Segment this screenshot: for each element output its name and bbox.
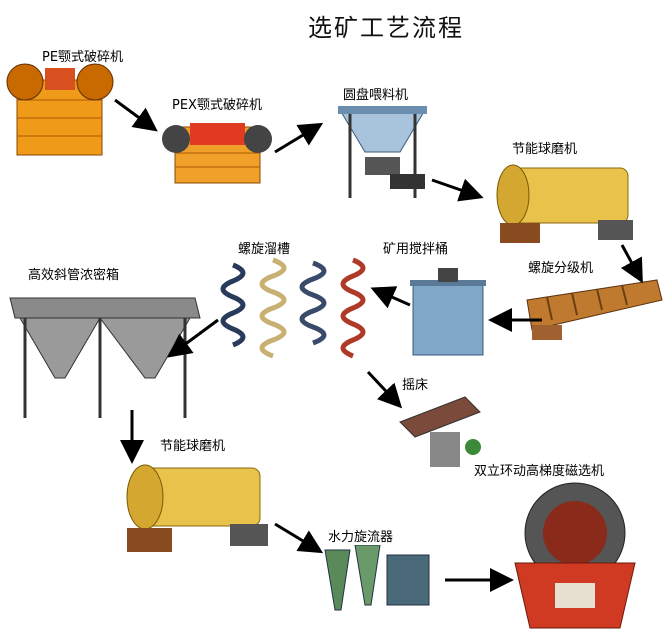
label-ball-mill-1: 节能球磨机 bbox=[512, 142, 578, 157]
arrow-pe-to-pex bbox=[114, 98, 158, 132]
pex-crusher-image bbox=[162, 123, 272, 184]
ball-mill-1-image bbox=[496, 164, 633, 243]
hydrocyclone-image bbox=[324, 545, 430, 611]
label-pex-crusher: PEX颚式破碎机 bbox=[172, 98, 262, 113]
label-disc-feeder: 圆盘喂料机 bbox=[343, 88, 409, 103]
label-pe-crusher: PE颚式破碎机 bbox=[42, 50, 124, 65]
arrow-pex-to-feeder bbox=[274, 122, 324, 154]
agitation-tank-image bbox=[410, 268, 486, 356]
label-thickener: 高效斜管浓密箱 bbox=[28, 268, 120, 283]
label-agitation-tank: 矿用搅拌桶 bbox=[383, 242, 449, 257]
ball-mill-2-image bbox=[126, 464, 268, 552]
pe-crusher-image bbox=[6, 63, 114, 156]
arrow-mill-to-classifier bbox=[620, 244, 643, 284]
arrow-tank-to-spiral bbox=[370, 286, 411, 309]
label-spiral-classifier: 螺旋分级机 bbox=[528, 261, 594, 276]
spiral-classifier-image bbox=[526, 279, 663, 340]
spiral-chute-image bbox=[220, 257, 366, 359]
arrow-spiral-to-thickener bbox=[167, 318, 219, 358]
label-magnetic-separator: 双立环动高梯度磁选机 bbox=[474, 464, 605, 479]
disc-feeder-image bbox=[338, 106, 427, 198]
thickener-image bbox=[9, 297, 201, 418]
magnetic-separator-image bbox=[514, 482, 636, 629]
arrow-spiral-to-table bbox=[366, 370, 403, 409]
label-hydrocyclone: 水力旋流器 bbox=[328, 530, 394, 545]
arrow-mill-to-cyclone bbox=[274, 522, 324, 554]
label-ball-mill-2: 节能球磨机 bbox=[160, 439, 226, 454]
label-shaking-table: 摇床 bbox=[402, 378, 429, 393]
shaking-table-image bbox=[399, 396, 481, 467]
diagram-title: 选矿工艺流程 bbox=[308, 14, 464, 42]
arrow-feeder-to-mill bbox=[431, 178, 484, 202]
label-spiral-chute: 螺旋溜槽 bbox=[238, 242, 291, 257]
